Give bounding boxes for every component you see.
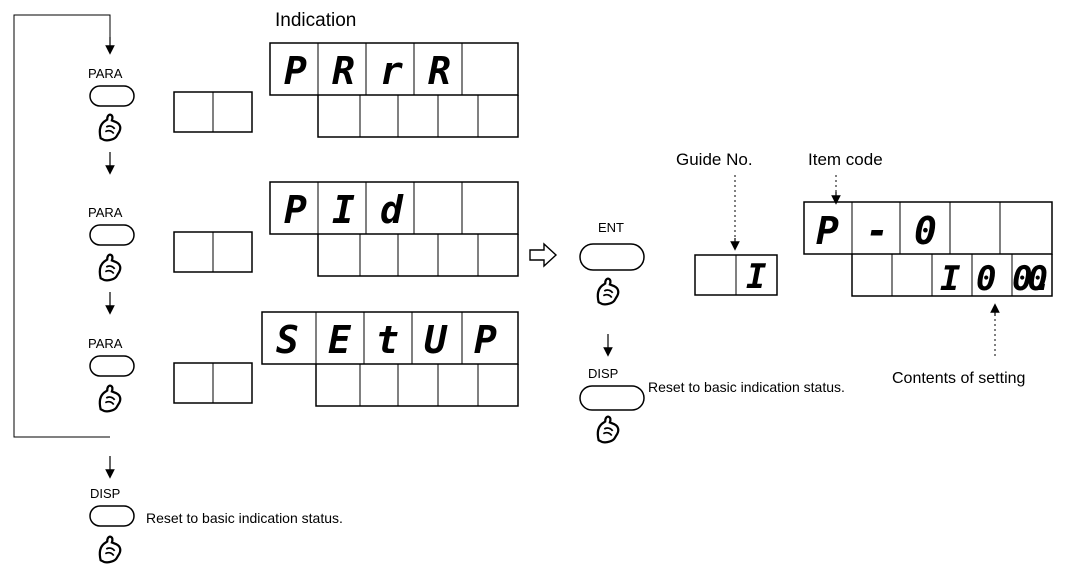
display-bottom-3 bbox=[315, 364, 519, 407]
para-key-label-3: PARA bbox=[88, 336, 123, 351]
digit-1-3: r bbox=[380, 49, 403, 93]
disp-key-label-left: DISP bbox=[90, 486, 120, 501]
item-display-top: P - 0 bbox=[803, 201, 1053, 255]
finger-icon-1 bbox=[98, 113, 122, 142]
guide-digit: I bbox=[746, 257, 767, 297]
digit-2-1: P bbox=[284, 188, 307, 232]
item-digit-3: 0 bbox=[914, 209, 937, 253]
digit-3-3: t bbox=[376, 318, 399, 362]
digit-3-4: U bbox=[424, 318, 448, 362]
disp-key-right[interactable] bbox=[579, 385, 645, 411]
value-digit-2: 0 bbox=[976, 259, 996, 299]
digit-1-2: R bbox=[332, 49, 355, 93]
display-top-3: S E t U P bbox=[261, 311, 519, 365]
value-digit-4: 0 bbox=[1028, 259, 1048, 299]
digit-1-4: R bbox=[428, 49, 451, 93]
reset-text-left: Reset to basic indication status. bbox=[146, 510, 343, 526]
value-digit-1: I bbox=[940, 259, 961, 299]
disp-key-left[interactable] bbox=[89, 505, 135, 527]
para-key-1[interactable] bbox=[89, 85, 135, 107]
left-disp-group: DISP Reset to basic indication status. bbox=[89, 486, 343, 564]
small-display-2 bbox=[173, 231, 253, 273]
finger-icon-6 bbox=[596, 415, 620, 444]
digit-1-1: P bbox=[284, 49, 307, 93]
para-key-label-2: PARA bbox=[88, 205, 123, 220]
ent-key[interactable] bbox=[579, 243, 645, 271]
guide-no-group: Guide No. I bbox=[676, 150, 778, 297]
finger-icon-5 bbox=[596, 277, 620, 306]
display-bottom-1 bbox=[317, 95, 519, 138]
loop-line bbox=[13, 14, 115, 438]
small-display-1 bbox=[173, 91, 253, 133]
item-digit-1: P bbox=[816, 209, 839, 253]
small-display-3 bbox=[173, 362, 253, 404]
guide-no-label: Guide No. bbox=[676, 150, 753, 169]
item-display-bottom: I 0 0. 0 bbox=[851, 254, 1053, 299]
disp-key-label-right: DISP bbox=[588, 366, 618, 381]
contents-label: Contents of setting bbox=[892, 370, 1025, 387]
reset-text-right: Reset to basic indication status. bbox=[648, 379, 845, 395]
display-top-2: P I d bbox=[269, 181, 519, 235]
ent-key-label: ENT bbox=[598, 220, 624, 235]
hollow-right-arrow-icon bbox=[529, 242, 558, 268]
digit-3-1: S bbox=[276, 318, 299, 362]
para-key-2[interactable] bbox=[89, 224, 135, 246]
digit-2-2: I bbox=[332, 188, 355, 232]
item-code-label: Item code bbox=[808, 150, 883, 169]
row-3: PARA S E t U P bbox=[88, 311, 519, 413]
para-key-3[interactable] bbox=[89, 355, 135, 377]
item-digit-2: - bbox=[866, 209, 889, 253]
row-1: PARA P R r R bbox=[88, 42, 519, 142]
finger-icon-2 bbox=[98, 253, 122, 282]
row-2: PARA P I d bbox=[88, 181, 519, 282]
para-key-label-1: PARA bbox=[88, 66, 123, 81]
display-bottom-2 bbox=[317, 234, 519, 277]
digit-2-3: d bbox=[380, 188, 404, 232]
ent-group: ENT DISP Reset to basic indication statu… bbox=[579, 220, 845, 444]
digit-3-5: P bbox=[474, 318, 497, 362]
digit-3-2: E bbox=[328, 318, 352, 362]
indication-label: Indication bbox=[275, 10, 356, 31]
finger-icon-3 bbox=[98, 384, 122, 413]
display-top-1: P R r R bbox=[269, 42, 519, 96]
finger-icon-4 bbox=[98, 535, 122, 564]
value-digit-3: 0. bbox=[1012, 259, 1053, 299]
